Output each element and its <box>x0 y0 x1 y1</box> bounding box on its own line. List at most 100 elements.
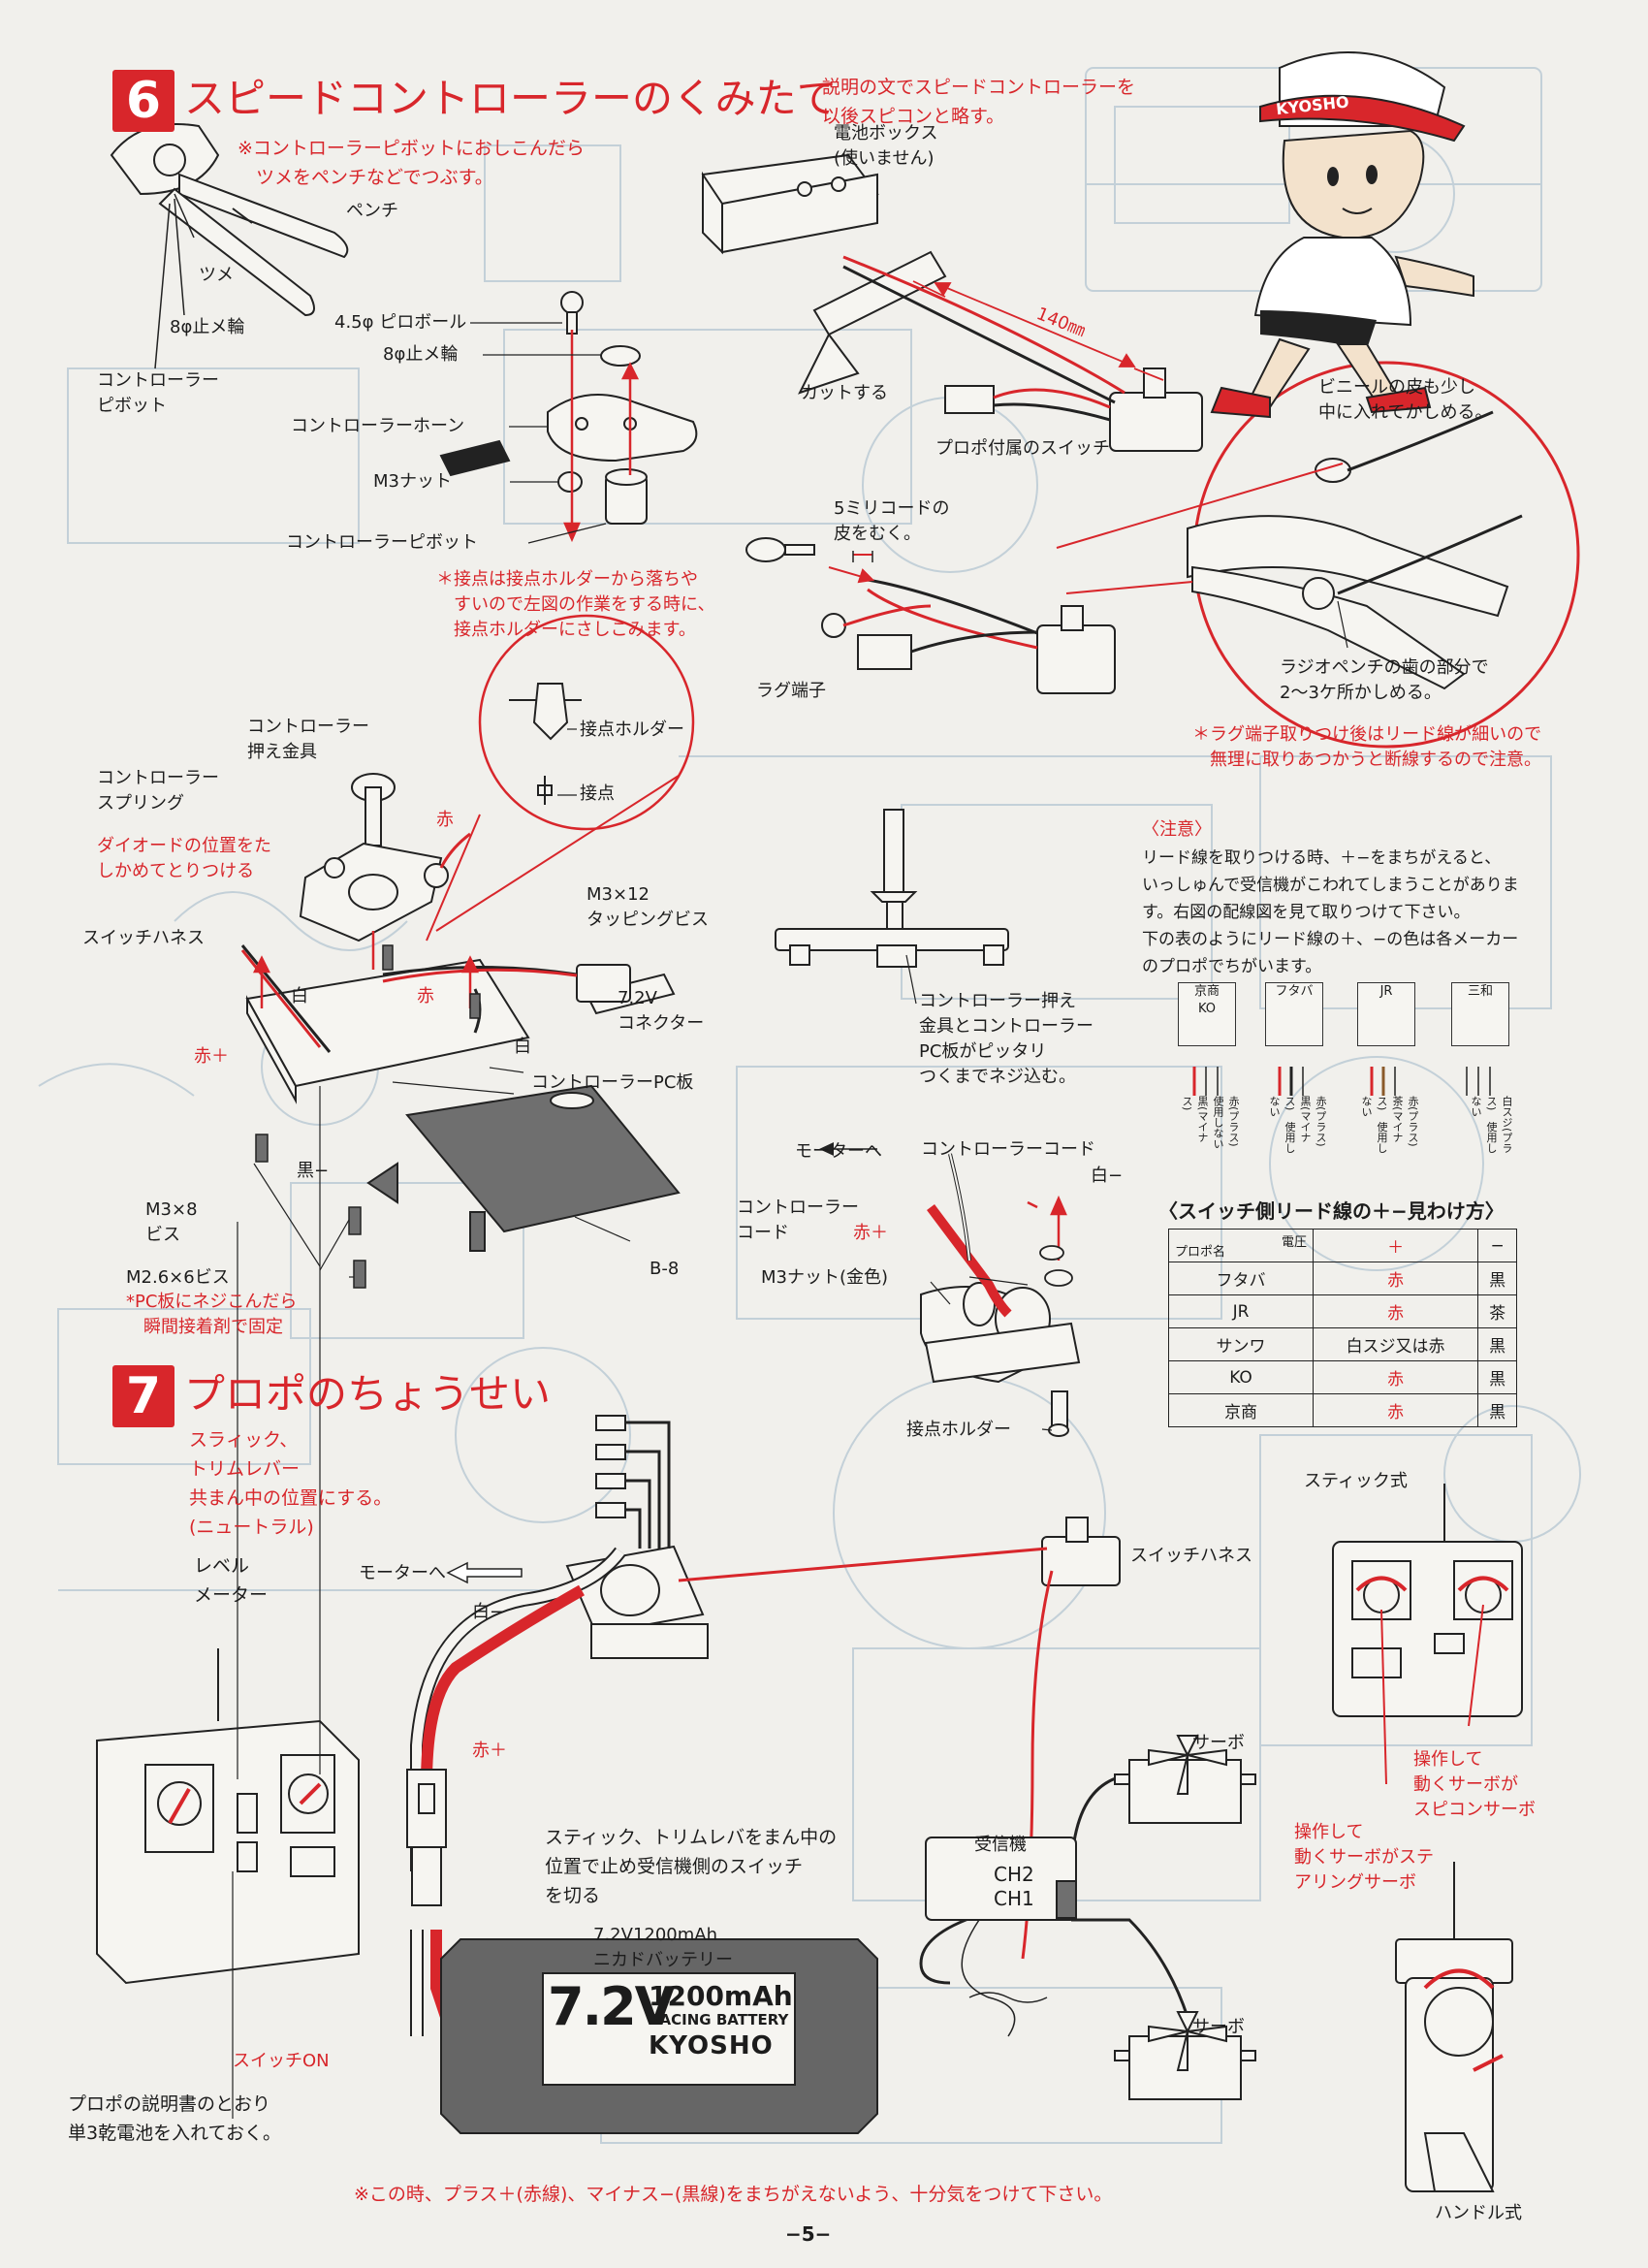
label-radio-pliers: ラジオペンチの歯の部分で 2〜3ケ所かしめる。 <box>1280 657 1489 703</box>
table-row: サンワ白スジ又は赤黒 <box>1168 1327 1517 1361</box>
dry-cells-note: プロポの説明書のとおり 単3乾電池を入れておく。 <box>68 2093 281 2144</box>
label-contact: 接点 <box>580 783 615 804</box>
table-cell: フタバ <box>1168 1262 1314 1295</box>
table-cell: 赤 <box>1312 1262 1479 1295</box>
label-servo-2: サーボ <box>1192 2017 1245 2037</box>
connector-jr: JR <box>1357 982 1415 1046</box>
receiver-ch1: CH1 <box>994 1887 1034 1910</box>
pliers-pivot-drawing <box>110 123 349 317</box>
connector-sanwa: 三和 <box>1451 982 1509 1046</box>
pcb-assembly-arrows <box>252 931 480 1008</box>
wheel-transmitter-drawing <box>1395 1862 1513 2192</box>
label-m3x8: M3×8 ビス <box>145 1199 198 1245</box>
label-pivot2: コントローラーピボット <box>286 532 478 553</box>
table-cell: 茶 <box>1477 1294 1517 1328</box>
label-red-mid: 赤 <box>417 986 434 1006</box>
table-cell: 赤 <box>1312 1294 1479 1328</box>
connector-jr-wires: 赤(プラス) 茶(マイナス) 使用しない <box>1360 1096 1419 1154</box>
connector-sanwa-wires: 白スジ(プラス) 使用しない <box>1470 1096 1513 1154</box>
retainer-note: コントローラー押え 金具とコントローラー PC板がピッタリ つくまでネジ込む。 <box>919 991 1093 1087</box>
contact-note: ＊接点は接点ホルダーから落ちや すいので左図の作業をする時に、 接点ホルダーにさ… <box>436 569 715 640</box>
connector-ko-wires: 赤(プラス) 使用しない 黒(マイナス) <box>1181 1096 1240 1149</box>
connector-futaba: フタバ <box>1265 982 1323 1046</box>
label-ering2: 8φ止メ輪 <box>383 344 459 365</box>
label-strip: 5ミリコードの 皮をむく。 <box>834 498 950 544</box>
label-lug: ラグ端子 <box>756 681 826 701</box>
table-cell: 白スジ又は赤 <box>1312 1327 1479 1361</box>
diode-note: ダイオードの位置をた しかめてとりつける <box>97 836 271 881</box>
table-cell: 黒 <box>1477 1360 1517 1394</box>
label-propo-switch: プロポ付属のスイッチ <box>935 438 1110 459</box>
label-m3nut: M3ナット <box>373 471 452 492</box>
receiver-drawing <box>406 1769 1077 1921</box>
label-switch-harness: スイッチハネス <box>82 928 205 948</box>
assembly-arrows <box>563 330 640 543</box>
section-6-title: スピードコントローラーのくみたて <box>184 75 838 122</box>
label-connector: 7.2V コネクター <box>618 988 705 1034</box>
header-propo-name: プロポ名 <box>1175 1245 1226 1260</box>
table-header-cell: プロポ名 電圧 <box>1168 1229 1314 1262</box>
connector-kyosho-ko: 京商 KO <box>1178 982 1236 1046</box>
table-cell: 黒 <box>1477 1262 1517 1295</box>
label-retainer: コントローラー 押え金具 <box>247 717 369 762</box>
final-warning: ※この時、プラス＋(赤線)、マイナス−(黒線)をまちがえないよう、十分気をつけて… <box>354 2184 1113 2205</box>
label-cut: カットする <box>801 383 888 403</box>
label-red-plus2: 赤＋ <box>853 1223 888 1243</box>
label-ering: 8φ止メ輪 <box>170 317 245 337</box>
label-handle-type: ハンドル式 <box>1435 2203 1522 2223</box>
pcb-assembly-drawing <box>245 773 681 1252</box>
horn-exploded-drawing <box>439 291 698 525</box>
label-pliers: ペンチ <box>346 201 398 221</box>
servo-drawings <box>1114 1735 1256 2100</box>
to-motor-arrow <box>446 1561 523 1584</box>
table-cell: JR <box>1168 1294 1314 1328</box>
label-white-minus-7: 白− <box>472 1602 505 1622</box>
table-cell: KO <box>1168 1360 1314 1394</box>
table-row: フタバ赤黒 <box>1168 1262 1517 1295</box>
label-red-plus: 赤＋ <box>194 1046 229 1067</box>
label-switch-harness-7: スイッチハネス <box>1130 1546 1252 1566</box>
page-number: −5− <box>785 2222 832 2246</box>
table-cell: 赤 <box>1312 1360 1479 1394</box>
receiver-ch2: CH2 <box>994 1863 1034 1886</box>
battery-pack-label: 7.2V 1200mAh RACING BATTERY KYOSHO <box>548 1976 793 2080</box>
caution-body: リード線を取りつける時、＋−をまちがえると、 いっしゅんで受信機がこわれてしまう… <box>1142 848 1519 976</box>
label-stick-type: スティック式 <box>1304 1471 1408 1491</box>
label-pivot-top: コントローラー ピボット <box>97 370 219 416</box>
polarity-table-title: 〈スイッチ側リード線の＋−見わけ方〉 <box>1158 1199 1505 1223</box>
abbreviation-note: 説明の文でスピードコントローラーを 以後スピコンと略す。 <box>822 77 1136 127</box>
battery-racing: RACING BATTERY <box>649 2011 789 2028</box>
label-spring: コントローラー スプリング <box>97 768 219 814</box>
instruction-text: スティック、トリムレバをまん中の 位置で止め受信機側のスイッチ を切る <box>545 1827 838 1906</box>
pivot-note: ※コントローラーピボットにおしこんだら ツメをペンチなどでつぶす。 <box>238 138 585 188</box>
label-battery-box: 電池ボックス (使いません) <box>834 123 938 169</box>
section-7-number: 7 <box>112 1365 174 1427</box>
pcb-glue-note: *PC板にネジこんだら 瞬間接着剤で固定 <box>126 1292 298 1337</box>
label-m26x6: M2.6×6ビス <box>126 1267 230 1288</box>
speed-controller-drawing <box>565 1415 1121 1659</box>
label-black-minus: 黒− <box>297 1161 330 1181</box>
label-red-top: 赤 <box>436 810 454 830</box>
label-white2: 白 <box>514 1037 531 1057</box>
header-minus: − <box>1477 1229 1517 1262</box>
header-voltage: 電圧 <box>1281 1235 1307 1250</box>
label-to-motor: モーターへ <box>795 1141 882 1162</box>
section-6-number: 6 <box>112 70 174 132</box>
label-ctrl-cord2: コントローラー コード <box>737 1198 859 1243</box>
op-speed-note: 操作して 動くサーボが スピコンサーボ <box>1413 1749 1536 1820</box>
label-contact-holder: 接点ホルダー <box>580 719 684 740</box>
battery-capacity: 1200mAh <box>649 1980 793 2012</box>
battery-box-drawing <box>701 153 1203 452</box>
battery-voltage: 7.2V <box>548 1976 675 2037</box>
table-row: 京商赤黒 <box>1168 1393 1517 1427</box>
label-contact-holder2: 接点ホルダー <box>906 1420 1011 1440</box>
stick-transmitter-drawing <box>1332 1484 1523 1717</box>
antenna-wire <box>961 1919 1048 2037</box>
switch-leads <box>842 255 1125 422</box>
label-servo-1: サーボ <box>1192 1733 1245 1753</box>
label-horn: コントローラーホーン <box>291 416 465 436</box>
